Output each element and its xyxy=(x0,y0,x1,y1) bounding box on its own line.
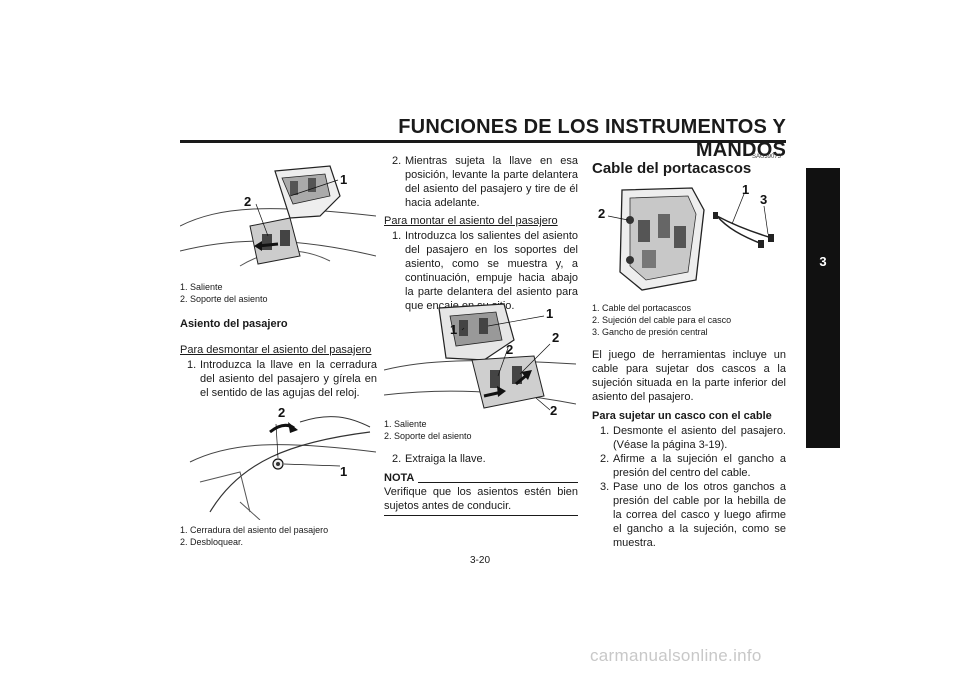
section-heading-asiento: Asiento del pasajero xyxy=(180,318,288,330)
col2-step-1-text: Introduzca los salientes del asiento del… xyxy=(405,230,578,312)
fig3-caption-1: 1. Saliente xyxy=(384,419,427,429)
illustration-seat-holders: 1 2 xyxy=(180,156,376,278)
fig2-label-1: 1 xyxy=(340,464,347,479)
subheading-desmontar: Para desmontar el asiento del pasajero xyxy=(180,344,372,356)
nota-text: Verifique que los asientos estén bien su… xyxy=(384,486,578,512)
section-heading-cable: Cable del portacascos xyxy=(592,160,752,177)
nota-top-rule xyxy=(418,482,578,483)
fig3-caption: 1. Saliente 2. Soporte del asiento xyxy=(384,418,472,442)
fig4-label-3: 3 xyxy=(760,192,767,207)
fig2-label-2: 2 xyxy=(278,405,285,420)
cable-intro-text: El juego de herramientas incluye un cabl… xyxy=(592,349,786,403)
col3-step-2-num: 2. xyxy=(600,453,610,465)
fig3-label-2b: 2 xyxy=(506,342,513,357)
col1-step-1-num: 1. xyxy=(187,359,197,371)
col2-step-2-text: Mientras sujeta la llave en esa posición… xyxy=(405,155,578,209)
col2-step-2b: 2. Extraiga la llave. xyxy=(392,452,578,466)
col2-step-1-num: 1. xyxy=(392,230,402,242)
fig3-label-2a: 2 xyxy=(552,330,559,345)
fig2-caption-1: 1. Cerradura del asiento del pasajero xyxy=(180,525,329,535)
fig3-label-1b: 1 xyxy=(450,322,457,337)
page-header-title: FUNCIONES DE LOS INSTRUMENTOS Y MANDOS xyxy=(398,116,786,161)
illustration-seat-lock: 2 1 xyxy=(180,402,376,520)
header-rule xyxy=(180,140,786,143)
page-number: 3-20 xyxy=(469,555,490,566)
col3-step-2-text: Afirme a la sujeción el gancho a presión… xyxy=(613,453,786,479)
fig1-label-2: 2 xyxy=(244,194,251,209)
chapter-tab xyxy=(806,168,840,448)
fig4-label-1: 1 xyxy=(742,182,749,197)
col3-step-1: 1. Desmonte el asiento del pasajero. (Vé… xyxy=(600,424,786,452)
col2-step-2: 2. Mientras sujeta la llave en esa posic… xyxy=(392,154,578,210)
col3-step-3: 3. Pase uno de los otros ganchos a presi… xyxy=(600,480,786,549)
fig3-label-2c: 2 xyxy=(550,403,557,416)
section-code: SAU39073 xyxy=(752,154,782,160)
fig4-caption-2: 2. Sujeción del cable para el casco xyxy=(592,315,732,325)
col1-step-1: 1. Introduzca la llave en la cerradura d… xyxy=(187,358,377,402)
col3-step-3-text: Pase uno de los otros ganchos a presión … xyxy=(613,481,786,549)
col2-step-2-num: 2. xyxy=(392,155,402,167)
fig1-caption-2: 2. Soporte del asiento xyxy=(180,294,268,304)
nota-bottom-rule xyxy=(384,515,578,516)
fig1-caption: 1. Saliente 2. Soporte del asiento xyxy=(180,281,268,305)
col3-step-2: 2. Afirme a la sujeción el gancho a pres… xyxy=(600,452,786,480)
col3-step-1-num: 1. xyxy=(600,425,610,437)
illustration-helmet-cable: 2 1 3 xyxy=(592,180,786,298)
subheading-montar: Para montar el asiento del pasajero xyxy=(384,215,558,227)
col3-step-1-text: Desmonte el asiento del pasajero. (Véase… xyxy=(613,425,786,451)
fig2-caption-2: 2. Desbloquear. xyxy=(180,537,244,547)
fig3-label-1a: 1 xyxy=(546,306,553,321)
col2-step-2b-num: 2. xyxy=(392,453,402,465)
watermark: carmanualsonline.info xyxy=(590,646,762,665)
col3-step-3-num: 3. xyxy=(600,481,610,493)
fig4-caption-1: 1. Cable del portacascos xyxy=(592,303,692,313)
fig1-label-1: 1 xyxy=(340,172,347,187)
col2-step-1: 1. Introduzca los salientes del asiento … xyxy=(392,229,578,312)
nota-label: NOTA xyxy=(384,472,415,484)
fig4-caption: 1. Cable del portacascos 2. Sujeción del… xyxy=(592,302,731,338)
fig2-caption: 1. Cerradura del asiento del pasajero 2.… xyxy=(180,524,328,548)
fig3-caption-2: 2. Soporte del asiento xyxy=(384,431,472,441)
fig4-caption-3: 3. Gancho de presión central xyxy=(592,327,708,337)
col1-step-1-text: Introduzca la llave en la cerradura del … xyxy=(200,359,377,399)
illustration-seat-install: 1 1 2 2 2 xyxy=(384,300,576,416)
fig4-label-2: 2 xyxy=(598,206,605,221)
chapter-tab-number: 3 xyxy=(819,254,827,269)
fig1-caption-1: 1. Saliente xyxy=(180,282,223,292)
subheading-sujetar: Para sujetar un casco con el cable xyxy=(592,410,772,422)
col2-step-2b-text: Extraiga la llave. xyxy=(405,453,486,465)
